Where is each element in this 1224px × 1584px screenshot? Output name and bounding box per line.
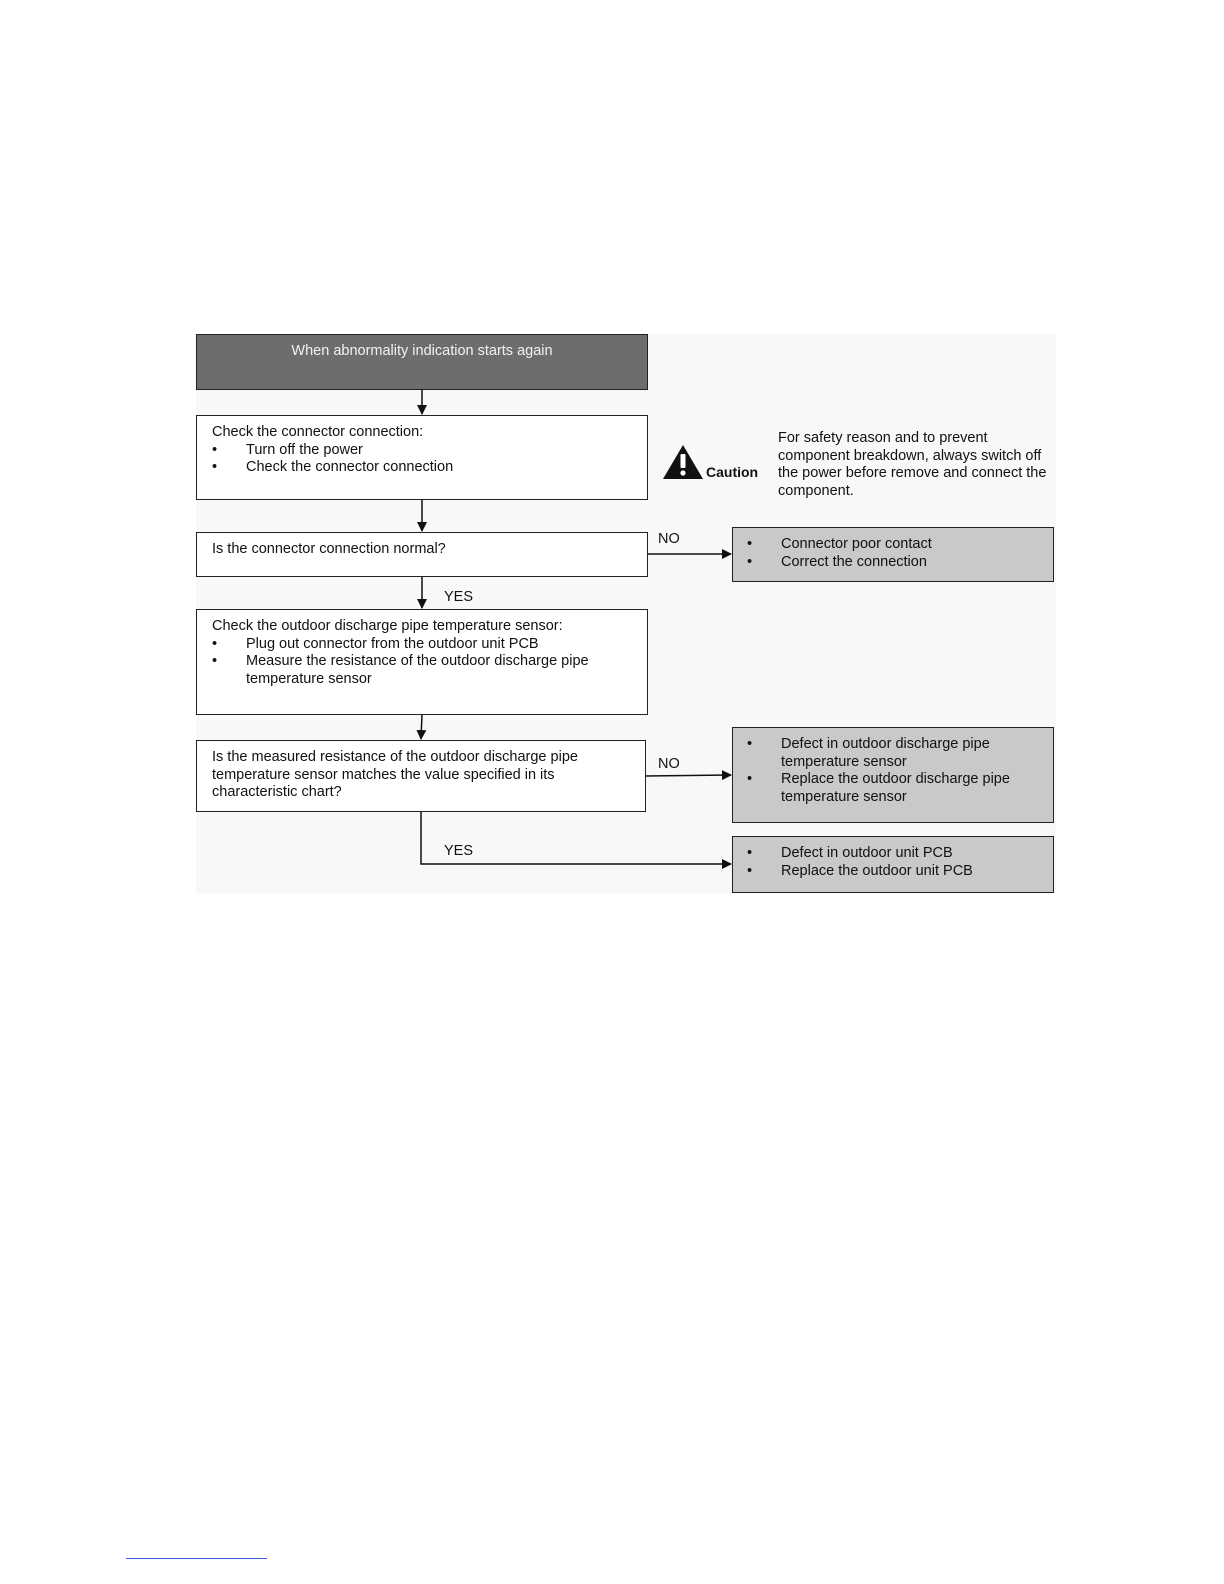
- decision2-box: Is the measured resistance of the outdoo…: [196, 740, 646, 812]
- footer-rule: [126, 1558, 267, 1559]
- warning-triangle-icon: [663, 445, 703, 479]
- arrow-step2-to-decision2: [416, 713, 427, 740]
- no-label: NO: [658, 531, 680, 547]
- caution-sign: Caution: [662, 444, 762, 484]
- yes-label: YES: [444, 843, 474, 859]
- arrow-decision2-no: [644, 770, 732, 781]
- no-label: NO: [658, 756, 680, 772]
- safety-note: For safety reason and to prevent compone…: [778, 430, 1047, 499]
- step2-bullet: Measure the resistance of the outdoor di…: [212, 653, 637, 688]
- result2-box: Defect in outdoor discharge pipe tempera…: [732, 727, 1054, 823]
- decision1-box: Is the connector connection normal?: [196, 532, 648, 577]
- start-box: When abnormality indication starts again: [196, 334, 648, 390]
- arrow-decision2-yes: [420, 811, 732, 869]
- decision2-text: Is the measured resistance of the outdoo…: [212, 749, 578, 800]
- result2-bullet: Replace the outdoor discharge pipe tempe…: [747, 771, 1045, 806]
- step1-box: Check the connector connection: Turn off…: [196, 415, 648, 500]
- decision1-text: Is the connector connection normal?: [212, 541, 446, 557]
- step2-bullet: Plug out connector from the outdoor unit…: [212, 636, 637, 654]
- step1-bullet: Turn off the power: [212, 442, 637, 460]
- step1-title: Check the connector connection:: [212, 424, 424, 440]
- result1-bullet: Connector poor contact: [747, 536, 1045, 554]
- result2-bullet: Defect in outdoor discharge pipe tempera…: [747, 736, 1045, 771]
- start-text: When abnormality indication starts again: [291, 343, 553, 359]
- step2-title: Check the outdoor discharge pipe tempera…: [212, 618, 563, 634]
- yes-label: YES: [444, 589, 474, 605]
- result3-bullet: Replace the outdoor unit PCB: [747, 863, 1045, 881]
- result1-bullet: Correct the connection: [747, 554, 1045, 572]
- result3-bullet: Defect in outdoor unit PCB: [747, 845, 1045, 863]
- caution-label: Caution: [706, 464, 759, 480]
- step1-bullet: Check the connector connection: [212, 459, 637, 477]
- step2-box: Check the outdoor discharge pipe tempera…: [196, 609, 648, 715]
- result3-box: Defect in outdoor unit PCB Replace the o…: [732, 836, 1054, 893]
- result1-box: Connector poor contact Correct the conne…: [732, 527, 1054, 582]
